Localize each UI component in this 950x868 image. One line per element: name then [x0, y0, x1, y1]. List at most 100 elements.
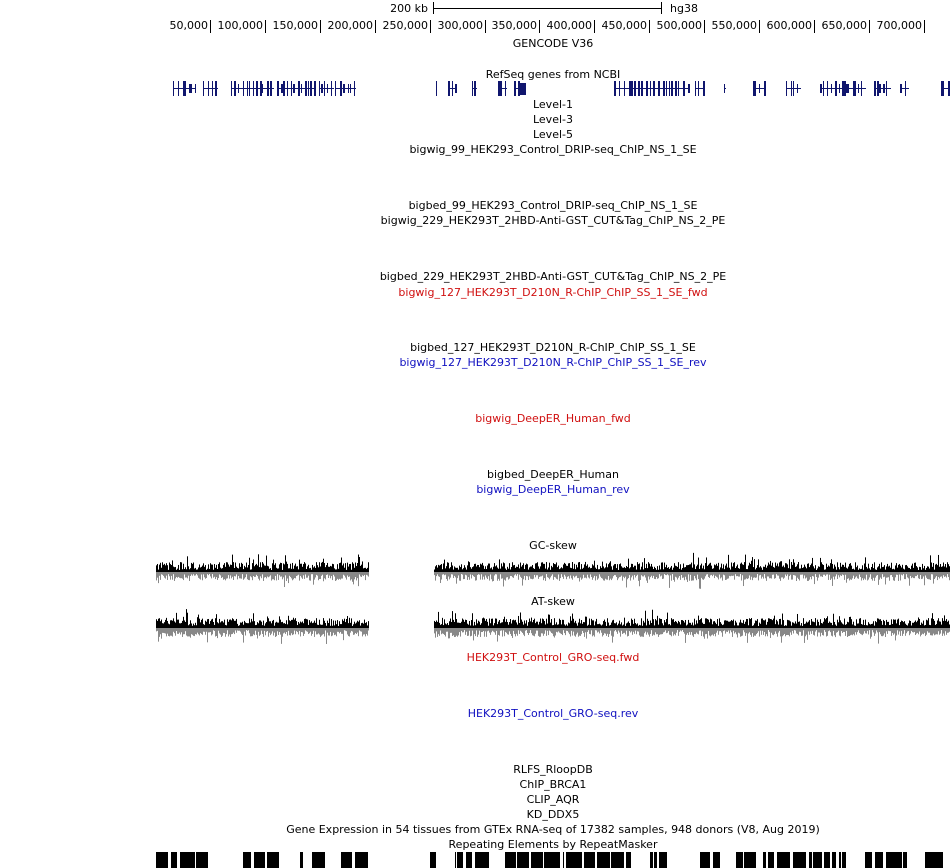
skew-bar-positive: [359, 557, 360, 572]
track-label-drip-bigwig[interactable]: bigwig_99_HEK293_Control_DRIP-seq_ChIP_N…: [409, 143, 697, 156]
skew-bar-positive: [323, 618, 324, 628]
skew-bar-positive: [582, 623, 583, 628]
skew-bar-positive: [793, 622, 794, 628]
skew-bar-negative: [260, 572, 261, 577]
skew-bar-positive: [881, 620, 882, 628]
skew-bar-positive: [494, 563, 495, 572]
skew-bar-positive: [228, 564, 229, 572]
skew-bar-negative: [828, 572, 829, 580]
track-label-drip-bigbed[interactable]: bigbed_99_HEK293_Control_DRIP-seq_ChIP_N…: [408, 199, 698, 212]
track-label-gc-skew[interactable]: GC-skew: [529, 539, 577, 552]
track-label-brca1[interactable]: ChIP_BRCA1: [519, 778, 587, 791]
skew-bar-negative: [898, 572, 899, 581]
skew-bar-negative: [791, 628, 792, 635]
skew-bar-negative: [319, 572, 320, 579]
ruler-tick-label: 200,000: [327, 19, 374, 32]
skew-bar-negative: [212, 628, 213, 635]
track-label-gro-fwd[interactable]: HEK293T_Control_GRO-seq.fwd: [466, 651, 640, 664]
repeat-element: [254, 852, 265, 868]
skew-bar-negative: [167, 628, 168, 634]
at-skew-signal[interactable]: [156, 608, 950, 650]
skew-bar-negative: [666, 628, 667, 634]
track-label-aqr[interactable]: CLIP_AQR: [526, 793, 580, 806]
skew-bar-positive: [818, 566, 819, 572]
track-label-level1[interactable]: Level-1: [532, 98, 573, 111]
skew-bar-negative: [791, 572, 792, 580]
track-label-gro-rev[interactable]: HEK293T_Control_GRO-seq.rev: [467, 707, 639, 720]
skew-bar-positive: [171, 620, 172, 628]
skew-bar-positive: [278, 568, 279, 572]
track-label-deeper-fwd[interactable]: bigwig_DeepER_Human_fwd: [475, 412, 631, 425]
skew-bar-negative: [190, 628, 191, 638]
skew-bar-positive: [311, 621, 312, 628]
gene-intron-line: [319, 88, 334, 89]
skew-bar-negative: [356, 628, 357, 634]
track-label-ddx5[interactable]: KD_DDX5: [526, 808, 580, 821]
track-label-rchip-rev[interactable]: bigwig_127_HEK293T_D210N_R-ChIP_ChIP_SS_…: [399, 356, 707, 369]
track-label-repeats[interactable]: Repeating Elements by RepeatMasker: [448, 838, 658, 851]
skew-bar-positive: [507, 566, 508, 572]
skew-bar-positive: [522, 565, 523, 572]
gene-exon: [277, 81, 279, 96]
skew-bar-negative: [299, 628, 300, 631]
track-label-rchip-bigbed[interactable]: bigbed_127_HEK293T_D210N_R-ChIP_ChIP_SS_…: [410, 341, 696, 354]
skew-bar-negative: [279, 572, 280, 576]
skew-bar-positive: [903, 622, 904, 628]
skew-bar-positive: [259, 567, 260, 572]
skew-bar-positive: [920, 567, 921, 572]
skew-bar-positive: [214, 624, 215, 628]
skew-bar-negative: [275, 628, 276, 637]
skew-bar-positive: [931, 618, 932, 628]
track-label-cut-bigbed[interactable]: bigbed_229_HEK293T_2HBD-Anti-GST_CUT&Tag…: [379, 270, 727, 283]
skew-bar-negative: [851, 572, 852, 580]
gene-exon: [759, 84, 760, 93]
refseq-gene-track[interactable]: [156, 78, 950, 100]
track-label-level5[interactable]: Level-5: [532, 128, 573, 141]
track-label-gencode[interactable]: GENCODE V36: [512, 37, 594, 50]
gene-exon: [281, 84, 283, 93]
track-label-cut-bigwig[interactable]: bigwig_229_HEK293T_2HBD-Anti-GST_CUT&Tag…: [380, 214, 726, 227]
skew-bar-negative: [766, 572, 767, 581]
track-label-at-skew[interactable]: AT-skew: [531, 595, 575, 608]
skew-bar-negative: [527, 572, 528, 577]
repeatmasker-track[interactable]: [156, 852, 950, 868]
gene-exon: [653, 81, 655, 96]
skew-bar-negative: [297, 628, 298, 633]
skew-bar-positive: [350, 563, 351, 572]
skew-bar-negative: [868, 572, 869, 580]
track-label-deeper-bigbed[interactable]: bigbed_DeepER_Human: [486, 468, 619, 481]
skew-bar-negative: [881, 628, 882, 637]
skew-bar-positive: [243, 624, 244, 628]
skew-bar-positive: [357, 562, 358, 572]
skew-bar-negative: [497, 628, 498, 642]
skew-bar-positive: [291, 619, 292, 628]
skew-bar-positive: [782, 566, 783, 572]
skew-bar-negative: [500, 628, 501, 631]
skew-bar-negative: [785, 572, 786, 575]
skew-bar-positive: [655, 568, 656, 572]
skew-bar-negative: [931, 628, 932, 636]
skew-bar-negative: [713, 628, 714, 636]
skew-bar-positive: [320, 624, 321, 628]
skew-bar-positive: [925, 569, 926, 572]
skew-bar-negative: [652, 628, 653, 636]
track-label-gtex[interactable]: Gene Expression in 54 tissues from GTEx …: [286, 823, 820, 836]
track-label-rlfs[interactable]: RLFS_RloopDB: [513, 763, 593, 776]
skew-bar-negative: [624, 572, 625, 579]
skew-bar-positive: [271, 569, 272, 572]
skew-bar-negative: [653, 628, 654, 635]
skew-bar-positive: [719, 569, 720, 572]
skew-bar-positive: [841, 566, 842, 572]
track-label-refseq[interactable]: RefSeq genes from NCBI: [485, 68, 621, 81]
skew-bar-negative: [822, 572, 823, 577]
skew-bar-negative: [298, 572, 299, 575]
track-label-rchip-fwd[interactable]: bigwig_127_HEK293T_D210N_R-ChIP_ChIP_SS_…: [398, 286, 708, 299]
ruler-tick-label: 100,000: [217, 19, 264, 32]
gc-skew-signal[interactable]: [156, 552, 950, 594]
skew-bar-negative: [305, 628, 306, 631]
skew-bar-positive: [539, 621, 540, 628]
track-label-deeper-rev[interactable]: bigwig_DeepER_Human_rev: [476, 483, 630, 496]
track-label-level3[interactable]: Level-3: [532, 113, 573, 126]
skew-bar-positive: [935, 564, 936, 572]
